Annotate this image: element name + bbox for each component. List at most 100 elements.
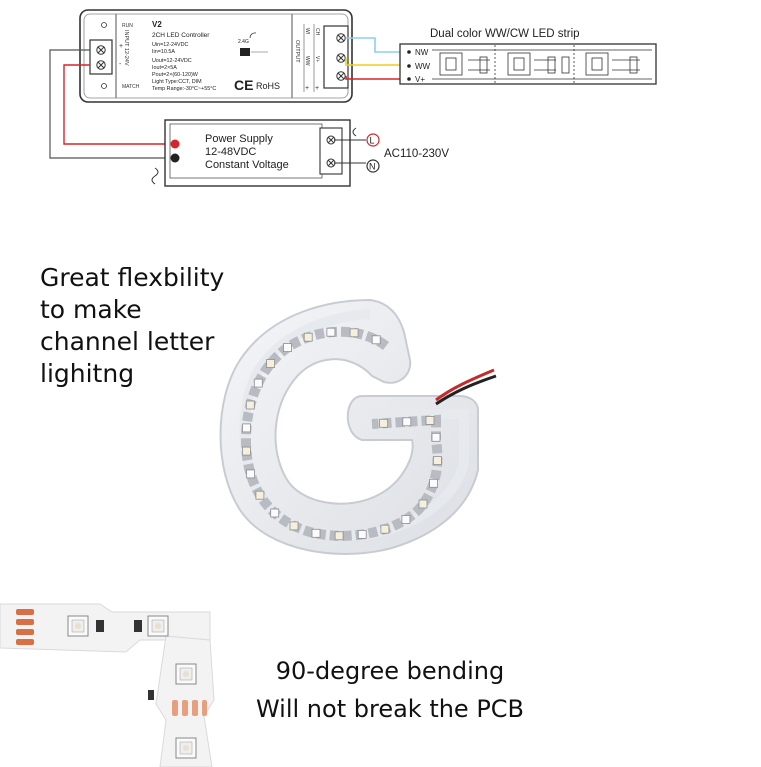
controller-spec: Uin=12-24VDC (152, 42, 189, 48)
led-chip-icon (418, 499, 428, 509)
bent-strip-horizontal (0, 603, 211, 653)
output-terminal-label: CH (314, 28, 320, 36)
live-terminal-icon: L (366, 133, 380, 147)
screw-icon (326, 158, 336, 168)
g-led-chips (241, 327, 442, 541)
caption-line: Great flexbility (40, 263, 225, 292)
controller-input-terminal (89, 39, 113, 75)
wireless-icon: 2.4G (238, 32, 268, 56)
positive-supply-wire (63, 64, 170, 145)
power-supply-body (164, 119, 351, 187)
led-chip-icon (241, 446, 251, 456)
output-label: OUTPUT (294, 40, 300, 63)
strip-pin-vplus: V+ (415, 75, 425, 84)
caption-line: Will not break the PCB (255, 695, 525, 723)
power-supply-voltage: 12-48VDC (205, 146, 256, 158)
svg-text:+: + (119, 43, 123, 50)
led-chip-icon (425, 415, 435, 425)
led-chip-icon (401, 515, 411, 524)
controller-body (79, 9, 353, 103)
led-chip-icon (326, 327, 336, 337)
ww-wire (345, 58, 402, 66)
svg-text:L: L (370, 136, 375, 146)
led-chip-icon (380, 524, 390, 534)
solder-pads (16, 609, 34, 645)
controller-spec: Iout=2×5A (152, 65, 177, 71)
led-chip-icon (432, 456, 442, 465)
led-chip-icon (270, 508, 280, 518)
led-chip-icon (255, 490, 265, 500)
svg-text:-: - (119, 61, 122, 68)
screw-icon (336, 71, 346, 81)
screw-icon (336, 33, 346, 43)
led-chip-icon (429, 478, 439, 488)
caption-line: 90-degree bending (275, 657, 505, 685)
led-chip-icon (245, 400, 255, 410)
neutral-terminal-icon: N (366, 159, 380, 173)
controller-spec: Light Type:CCT, DIM (152, 79, 202, 85)
led-chip-icon (371, 335, 381, 345)
strip-circuit (432, 45, 652, 83)
rohs-mark: RoHS (256, 81, 280, 91)
led-chip-icon (242, 423, 251, 433)
g-led-strip (240, 326, 443, 541)
output-terminal-label: V+ (314, 56, 320, 62)
led-chip-icon (311, 528, 321, 538)
g-lead-wire-red (435, 368, 495, 402)
caption-line: channel letter (40, 327, 215, 356)
controller-name: 2CH LED Controller (152, 32, 210, 39)
power-supply-mode: Constant Voltage (205, 159, 289, 171)
ac-input-label: AC110-230V (384, 148, 449, 160)
caption-line: lighitng (40, 359, 135, 388)
led-chip-icon (334, 531, 344, 541)
led-chip-icon (431, 432, 441, 442)
led-chip-icon (283, 343, 292, 353)
strip-title: Dual color WW/CW LED strip (430, 28, 580, 40)
led-chip-icon (303, 332, 313, 342)
controller-spec: Iin=10.5A (152, 49, 175, 55)
strip-resistor (96, 620, 154, 700)
positive-wire (345, 76, 402, 80)
led-chip-icon (246, 469, 256, 479)
bent-strip-vertical (155, 635, 215, 767)
led-chip-icon (289, 521, 299, 531)
positive-terminal (170, 139, 180, 149)
run-label: RUN (122, 23, 133, 29)
screw-icon (96, 60, 106, 70)
power-supply-title: Power Supply (205, 133, 273, 145)
strip-pin-ww: WW (415, 62, 431, 71)
screw-icon (326, 135, 336, 145)
ce-mark: CE (234, 77, 253, 93)
screw-icon (336, 53, 346, 63)
strip-pin-nw: NW (415, 48, 429, 57)
led-chip-icon (402, 417, 412, 427)
controller-spec: Uout=12-24VDC (152, 58, 192, 64)
svg-text:2.4G: 2.4G (238, 39, 249, 45)
match-label: MATCH (122, 84, 140, 90)
strip-led-chip (175, 663, 197, 685)
controller-spec: Pout=2×(60-120)W (152, 72, 199, 78)
input-label: INPUT 12-24V (123, 30, 129, 66)
led-chip-icon (379, 418, 389, 428)
strip-led-chip (147, 615, 169, 637)
led-strip (399, 43, 657, 85)
led-chip-icon (349, 328, 359, 338)
negative-wire (49, 49, 170, 159)
cw-wire (346, 37, 402, 53)
output-terminal-label: WI (304, 28, 310, 34)
output-terminal-label: + (305, 85, 309, 92)
controller-model: V2 (152, 20, 162, 29)
strip-led-chip (175, 737, 197, 759)
wiring-diagram: INPUT 12-24V + - RUN MATCH V2 2CH LED Co… (49, 9, 657, 187)
caption-line: to make (40, 295, 142, 324)
negative-terminal (170, 153, 180, 163)
output-terminal-label: WW (304, 56, 310, 66)
flexibility-caption: Great flexbility to make channel letter … (40, 262, 270, 390)
led-chip-icon (357, 530, 367, 539)
svg-text:N: N (369, 162, 376, 172)
screw-icon (96, 45, 106, 55)
strip-led-chip (67, 615, 89, 637)
svg-text:+: + (315, 85, 319, 92)
g-lead-wire-black (435, 374, 497, 406)
